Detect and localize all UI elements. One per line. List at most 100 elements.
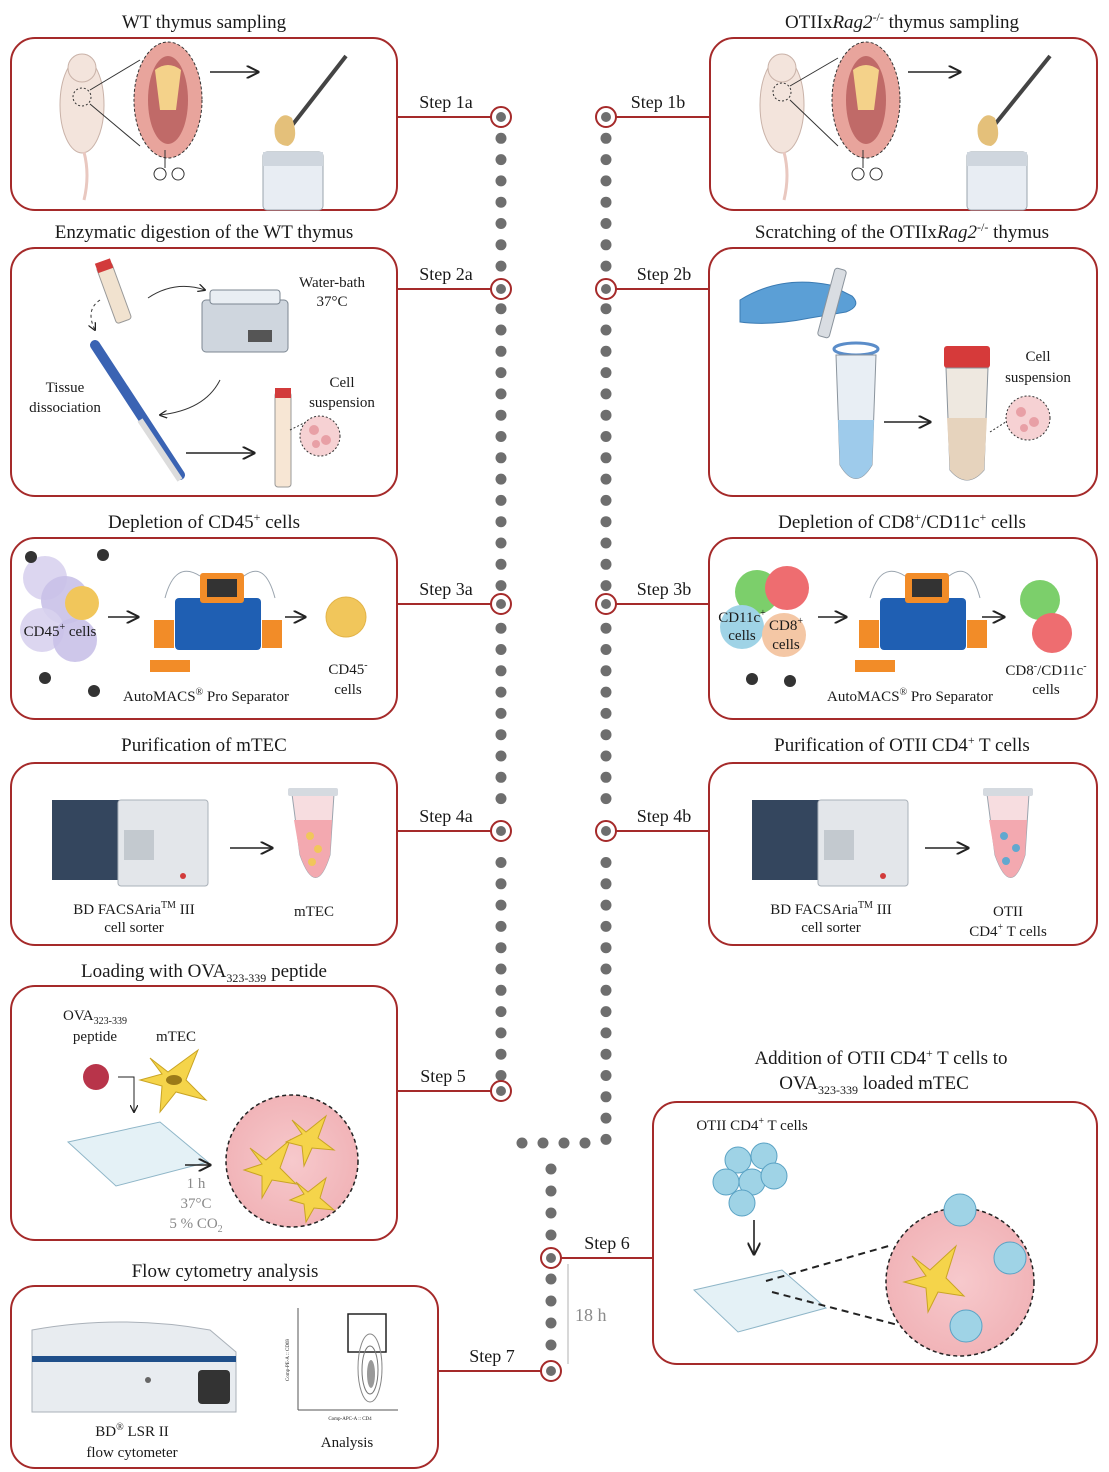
timeline-dot bbox=[495, 857, 507, 868]
timeline-dot bbox=[600, 686, 612, 698]
label-cell: Cell bbox=[330, 375, 355, 391]
timeline-dot bbox=[495, 345, 507, 357]
label-cd8: CD8+ bbox=[769, 616, 803, 634]
label-cd45-positive-cells: CD45+ cells bbox=[24, 622, 97, 640]
label-cell-sorter: cell sorter bbox=[104, 920, 164, 936]
timeline-dot bbox=[495, 665, 507, 677]
label-co2: 5 % CO2 bbox=[169, 1216, 222, 1235]
otii-tube-illustration bbox=[983, 788, 1033, 878]
timeline-dot bbox=[600, 793, 612, 805]
timeline-dot bbox=[600, 431, 612, 442]
label-mtec: mTEC bbox=[294, 904, 334, 920]
timeline-dot bbox=[495, 942, 507, 954]
timeline-dot bbox=[495, 494, 507, 506]
label-axis-x: Comp-APC-A :: CD4 bbox=[328, 1417, 372, 1422]
timeline-dot bbox=[600, 899, 612, 911]
step-2b-label: Step 2b bbox=[637, 264, 692, 284]
timeline-dot bbox=[600, 1091, 612, 1103]
timeline-dot bbox=[495, 537, 507, 549]
step-7-label: Step 7 bbox=[469, 1346, 515, 1366]
timeline-dot bbox=[516, 1137, 528, 1149]
label-cd8-cd11c-negative-cells: cells bbox=[1032, 682, 1060, 698]
label-cd11c-cells: cells bbox=[728, 628, 756, 644]
label-bd-lsr-ii: BD® LSR II bbox=[95, 1422, 168, 1440]
timeline-dot bbox=[600, 516, 612, 528]
timeline-dot bbox=[600, 175, 612, 187]
timeline-dot bbox=[495, 367, 507, 379]
timeline-dot bbox=[600, 196, 612, 208]
title-addition-line-1: Addition of OTII CD4+ T cells to bbox=[754, 1046, 1007, 1069]
timeline-dot bbox=[600, 707, 612, 719]
timeline-dot bbox=[495, 878, 507, 890]
timeline-dot bbox=[545, 1207, 557, 1219]
label-flow-cytometer: flow cytometer bbox=[86, 1445, 177, 1461]
timeline-dot bbox=[600, 473, 612, 485]
timeline-dot bbox=[600, 409, 612, 421]
timeline-dot bbox=[495, 303, 507, 315]
label-ova-peptide: OVA323-339 bbox=[63, 1008, 127, 1027]
timeline-dot bbox=[600, 857, 612, 868]
mtec-tube-illustration bbox=[288, 788, 338, 878]
digestion-illustration bbox=[91, 258, 341, 488]
timeline-dot bbox=[495, 154, 507, 166]
title-flow-cytometry: Flow cytometry analysis bbox=[132, 1261, 319, 1282]
label-cd45-negative-cells: cells bbox=[334, 682, 362, 698]
timeline-dot bbox=[600, 218, 612, 229]
label-bd-facsaria: BD FACSAriaTM III bbox=[73, 900, 194, 918]
timeline-dot bbox=[537, 1137, 549, 1149]
label-otii-cd4-cells: CD4+ T cells bbox=[969, 922, 1047, 940]
timeline-dot bbox=[600, 558, 612, 570]
label-cd11c: CD11c+ bbox=[718, 608, 766, 626]
timeline-dot bbox=[495, 622, 507, 634]
box-step-6 bbox=[652, 1101, 1098, 1365]
mouse-dissection-illustration bbox=[59, 41, 203, 201]
timeline-dot bbox=[495, 388, 507, 400]
label-suspension: suspension bbox=[309, 395, 375, 411]
timeline-dot bbox=[579, 1137, 591, 1149]
label-37c: 37°C bbox=[180, 1196, 211, 1212]
title-otii-thymus-sampling: OTIIxRag2-/- thymus sampling bbox=[785, 10, 1020, 33]
label-automacs-a: AutoMACS® Pro Separator bbox=[123, 687, 289, 705]
tweezers-and-tube-illustration-b bbox=[966, 54, 1052, 211]
timeline-dot bbox=[600, 1048, 612, 1060]
remaining-green-cell bbox=[1020, 580, 1060, 620]
timeline-dot bbox=[495, 1070, 507, 1081]
timeline-dot bbox=[600, 942, 612, 954]
timeline-dot bbox=[600, 580, 612, 592]
timeline-dot bbox=[600, 260, 612, 272]
remaining-red-cell bbox=[1032, 613, 1072, 653]
title-wt-thymus-sampling: WT thymus sampling bbox=[122, 12, 287, 33]
timeline-dot bbox=[495, 558, 507, 570]
step-3a-label: Step 3a bbox=[419, 579, 473, 599]
facsaria-sorter-illustration-b bbox=[752, 799, 909, 887]
label-cd8-cells: cells bbox=[772, 637, 800, 653]
timeline-dot bbox=[545, 1295, 557, 1307]
cd8-cd11c-cells-cluster bbox=[720, 566, 809, 687]
timeline-dot bbox=[600, 750, 612, 762]
timeline-dot bbox=[545, 1339, 557, 1351]
timeline-dot bbox=[495, 920, 507, 932]
facsaria-sorter-illustration bbox=[52, 799, 209, 887]
title-scratching: Scratching of the OTIIxRag2-/- thymus bbox=[755, 220, 1049, 243]
timeline-dot bbox=[600, 665, 612, 677]
label-bd-facsaria-b: BD FACSAriaTM III bbox=[770, 900, 891, 918]
timeline-dot bbox=[495, 1048, 507, 1060]
timeline-dot bbox=[600, 729, 612, 741]
timeline-dot bbox=[600, 963, 612, 975]
timeline-dot bbox=[600, 878, 612, 890]
timeline-dot bbox=[495, 218, 507, 229]
timeline-dot bbox=[600, 1027, 612, 1039]
timeline-dot bbox=[495, 644, 507, 655]
timeline-dot bbox=[495, 984, 507, 996]
title-depletion-cd8-cd11c: Depletion of CD8+/CD11c+ cells bbox=[778, 510, 1026, 533]
timeline-dot bbox=[558, 1137, 570, 1149]
step-5-label: Step 5 bbox=[420, 1066, 466, 1086]
title-depletion-cd45: Depletion of CD45+ cells bbox=[108, 510, 300, 533]
label-cd8-cd11c-negative: CD8-/CD11c- bbox=[1005, 661, 1086, 679]
timeline-dot bbox=[600, 644, 612, 655]
label-otii: OTII bbox=[993, 904, 1023, 920]
step-1b-label: Step 1b bbox=[631, 92, 686, 112]
timeline-dot bbox=[495, 196, 507, 208]
analysis-flow-plot bbox=[297, 1308, 398, 1411]
